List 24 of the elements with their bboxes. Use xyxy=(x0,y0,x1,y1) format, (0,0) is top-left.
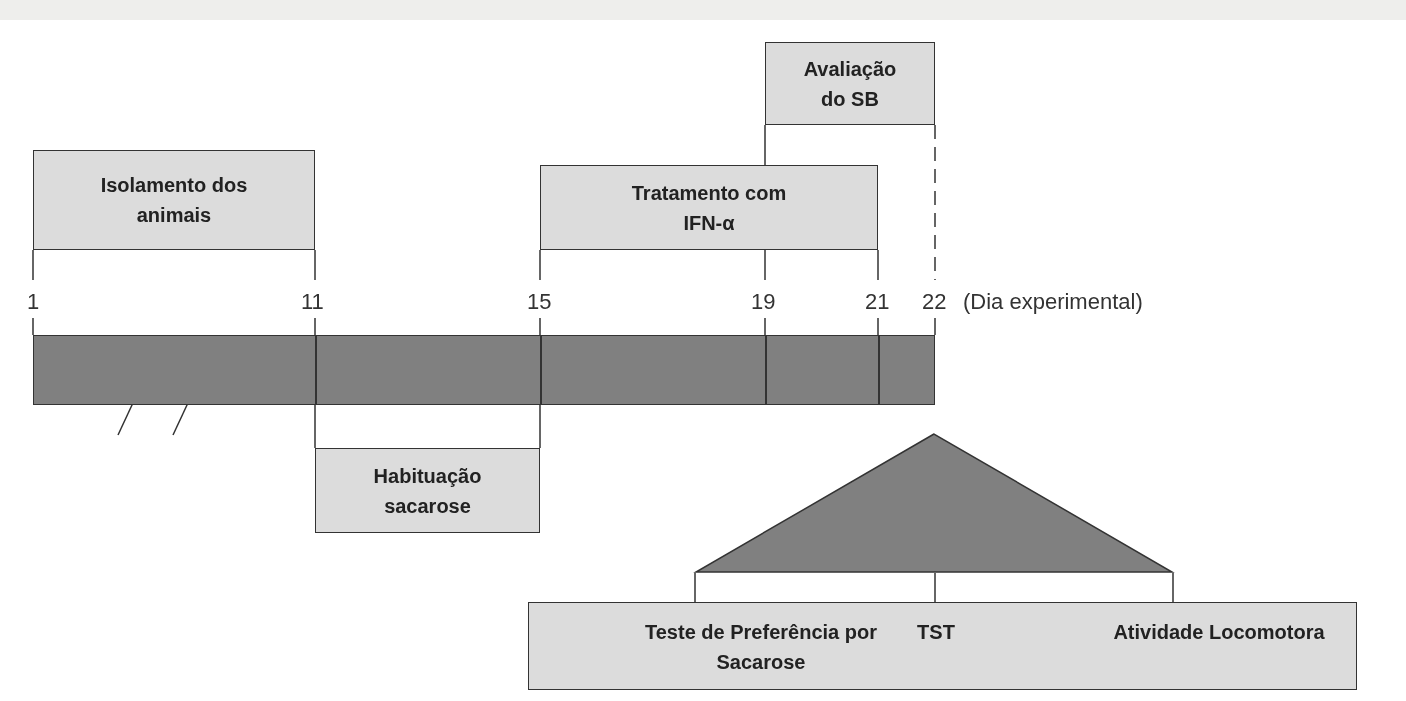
phase-label: Isolamento dos animais xyxy=(99,173,249,228)
test-box xyxy=(528,602,1357,690)
day-number: 21 xyxy=(865,289,890,315)
day-number: 11 xyxy=(301,289,324,315)
day-number: 22 xyxy=(922,289,947,315)
test-label: TST xyxy=(916,620,956,645)
test-label: Atividade Locomotora xyxy=(1112,620,1326,645)
connector-line xyxy=(1172,572,1174,603)
day-number: 15 xyxy=(527,289,552,315)
day-number: 1 xyxy=(27,289,40,315)
connector-line xyxy=(694,572,696,603)
day-number: 19 xyxy=(751,289,776,315)
connector-line xyxy=(934,572,936,603)
test-label: Teste de Preferência por Sacarose xyxy=(644,620,878,675)
phase-label: Avaliação do SB xyxy=(802,56,898,112)
phase-label: Tratamento com IFN-α xyxy=(630,180,788,236)
timeline-bar xyxy=(33,335,935,405)
phase-box xyxy=(540,165,878,250)
phase-box xyxy=(33,150,315,250)
phase-box xyxy=(315,448,540,533)
axis-label: (Dia experimental) xyxy=(963,289,1143,315)
triangle-shape xyxy=(695,433,1173,573)
phase-label: Habituação sacarose xyxy=(372,463,483,519)
phase-box xyxy=(765,42,935,125)
